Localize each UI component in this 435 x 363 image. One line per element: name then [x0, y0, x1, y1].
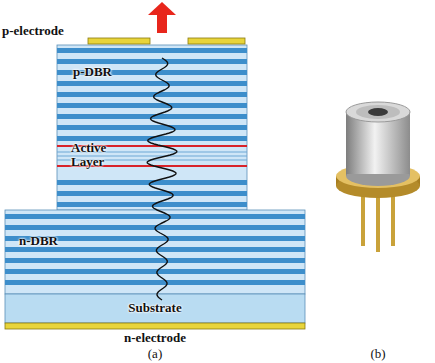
red-arrow — [148, 2, 176, 33]
layer-block: p-DBR Active Layer — [57, 45, 247, 210]
layer-label: Substrate — [128, 301, 181, 315]
panel-label: (a) — [148, 346, 162, 361]
panel-label: (b) — [370, 346, 385, 361]
layer-block: Substrate — [5, 294, 305, 323]
p-electrode-pads — [88, 38, 245, 44]
n-electrode-pad — [5, 323, 305, 329]
layer-label: Active Layer — [71, 141, 121, 169]
layer-block: n-DBR — [5, 210, 305, 294]
layer-block: Active Layer — [57, 137, 247, 173]
electrode-label: n-electrode — [124, 330, 186, 345]
optical-wave — [147, 58, 177, 300]
layer-label: p-DBR — [73, 65, 112, 79]
laser-diode-package — [336, 102, 420, 252]
layer-label: n-DBR — [19, 234, 58, 248]
electrode-label: p-electrode — [2, 23, 64, 38]
